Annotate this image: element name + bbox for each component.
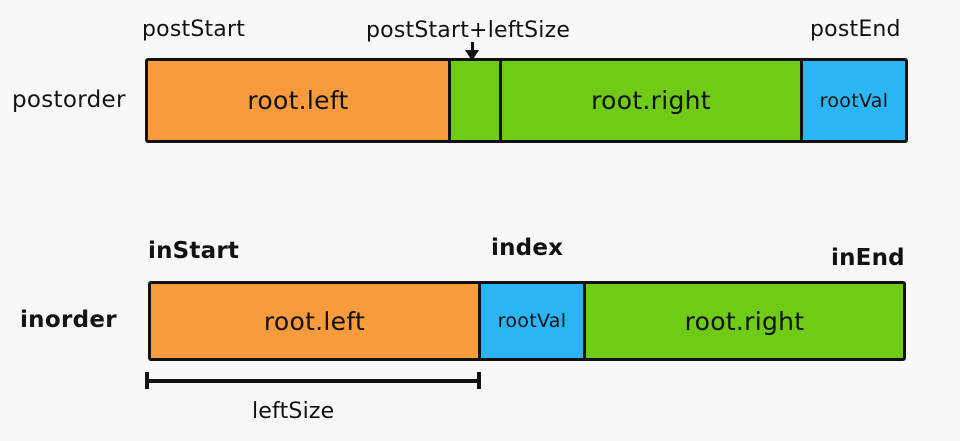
caption-post-start: postStart bbox=[142, 17, 246, 42]
row-label-inorder: inorder bbox=[20, 307, 117, 333]
split-arrow-icon bbox=[465, 50, 479, 61]
inorder-segment-root-left: root.left bbox=[151, 284, 481, 358]
caption-in-start: inStart bbox=[148, 238, 240, 264]
caption-in-end: inEnd bbox=[831, 245, 905, 271]
caption-left-size: leftSize bbox=[252, 399, 335, 424]
inorder-segment-root-right: root.right bbox=[586, 284, 903, 358]
postorder-segment-root-val: rootVal bbox=[803, 61, 905, 140]
postorder-segment-root-left: root.left bbox=[148, 61, 451, 140]
row-label-postorder: postorder bbox=[12, 87, 126, 113]
inorder-segment-root-val: rootVal bbox=[481, 284, 586, 358]
caption-index: index bbox=[491, 235, 564, 261]
split-arrow-shaft bbox=[471, 42, 474, 54]
postorder-bar: root.left root.right rootVal bbox=[145, 58, 908, 143]
postorder-segment-root-right: root.right bbox=[502, 61, 803, 140]
inorder-bar: root.left rootVal root.right bbox=[148, 281, 906, 361]
caption-post-end: postEnd bbox=[810, 17, 901, 42]
left-size-bracket-tick-end bbox=[477, 372, 481, 389]
caption-post-start-plus-left-size: postStart+leftSize bbox=[366, 18, 571, 43]
postorder-segment-gap bbox=[451, 61, 502, 140]
left-size-bracket-line bbox=[145, 379, 481, 383]
